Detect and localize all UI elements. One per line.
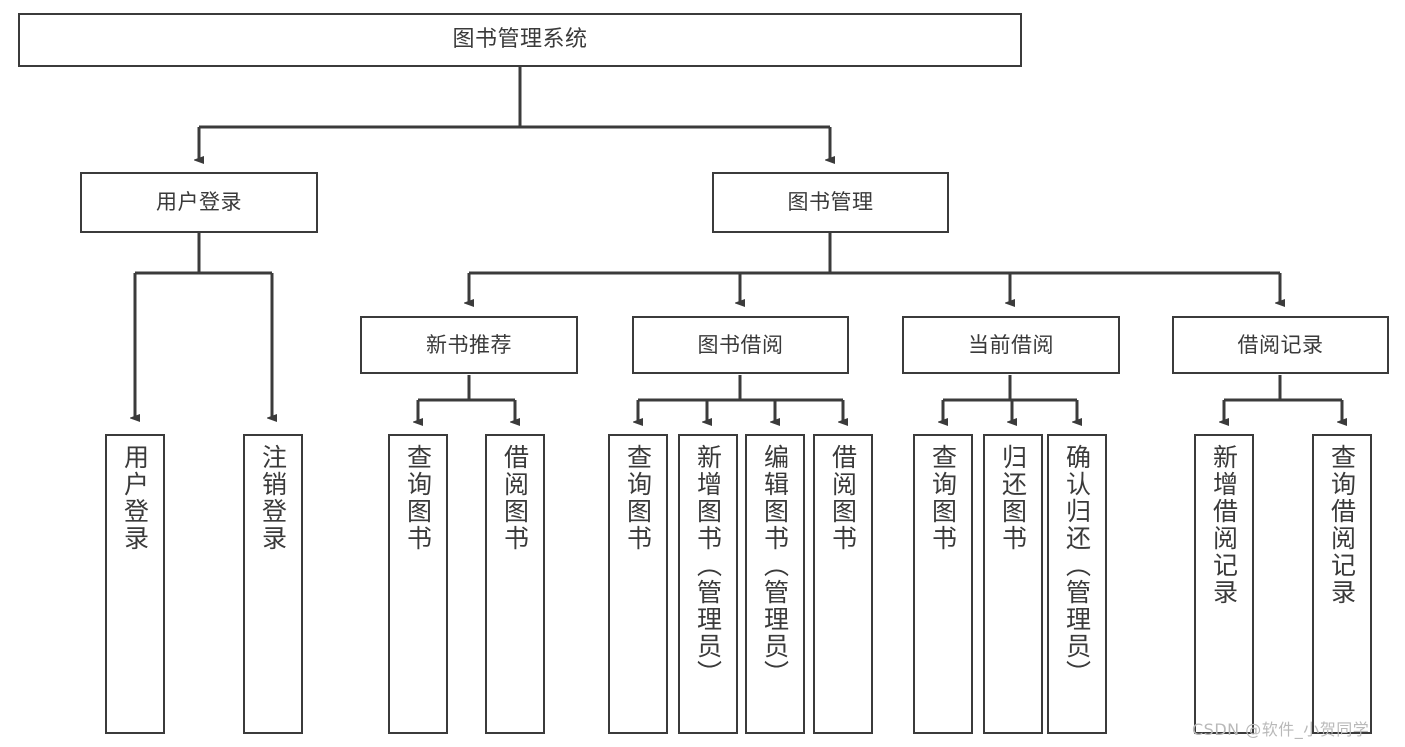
node-leaf-borrow-book-2[interactable]: 借阅图书 xyxy=(813,434,873,734)
node-leaf-edit-book[interactable]: 编辑图书（管理员） xyxy=(745,434,805,734)
node-book-manage-label: 图书管理 xyxy=(787,190,874,215)
node-book-borrow-label: 图书借阅 xyxy=(697,332,784,357)
node-root-label: 图书管理系统 xyxy=(452,27,588,53)
node-book-borrow[interactable]: 图书借阅 xyxy=(632,316,849,374)
node-leaf-return-book[interactable]: 归还图书 xyxy=(983,434,1043,734)
node-leaf-add-book-label: 新增图书（管理员） xyxy=(693,444,723,687)
node-leaf-query-book-2-label: 查询图书 xyxy=(623,444,653,552)
node-user-login[interactable]: 用户登录 xyxy=(80,172,318,233)
watermark: CSDN @软件_小贺同学 xyxy=(1192,720,1370,739)
node-leaf-return-book-label: 归还图书 xyxy=(998,444,1028,552)
node-leaf-confirm-return-label: 确认归还（管理员） xyxy=(1062,444,1092,687)
node-leaf-borrow-book-2-label: 借阅图书 xyxy=(828,444,858,552)
node-current-borrow[interactable]: 当前借阅 xyxy=(902,316,1120,374)
node-leaf-query-book-3[interactable]: 查询图书 xyxy=(913,434,973,734)
node-book-manage[interactable]: 图书管理 xyxy=(712,172,949,233)
node-leaf-edit-book-label: 编辑图书（管理员） xyxy=(760,444,790,687)
node-root[interactable]: 图书管理系统 xyxy=(18,13,1022,67)
node-leaf-query-record-label: 查询借阅记录 xyxy=(1327,444,1357,606)
node-borrow-record-label: 借阅记录 xyxy=(1237,332,1324,357)
node-new-book-recommend[interactable]: 新书推荐 xyxy=(360,316,578,374)
node-leaf-query-record[interactable]: 查询借阅记录 xyxy=(1312,434,1372,734)
node-leaf-logout-login[interactable]: 注销登录 xyxy=(243,434,303,734)
node-leaf-add-record-label: 新增借阅记录 xyxy=(1209,444,1239,606)
node-user-login-label: 用户登录 xyxy=(156,190,242,215)
node-leaf-add-book[interactable]: 新增图书（管理员） xyxy=(678,434,738,734)
node-leaf-query-book-1[interactable]: 查询图书 xyxy=(388,434,448,734)
node-leaf-query-book-2[interactable]: 查询图书 xyxy=(608,434,668,734)
node-leaf-logout-login-label: 注销登录 xyxy=(258,444,288,552)
node-leaf-query-book-3-label: 查询图书 xyxy=(928,444,958,552)
node-leaf-user-login[interactable]: 用户登录 xyxy=(105,434,165,734)
node-leaf-borrow-book-1[interactable]: 借阅图书 xyxy=(485,434,545,734)
node-current-borrow-label: 当前借阅 xyxy=(968,332,1054,357)
node-leaf-query-book-1-label: 查询图书 xyxy=(403,444,433,552)
node-leaf-add-record[interactable]: 新增借阅记录 xyxy=(1194,434,1254,734)
node-leaf-user-login-label: 用户登录 xyxy=(120,444,150,552)
node-leaf-borrow-book-1-label: 借阅图书 xyxy=(500,444,530,552)
node-new-book-recommend-label: 新书推荐 xyxy=(426,332,512,357)
node-leaf-confirm-return[interactable]: 确认归还（管理员） xyxy=(1047,434,1107,734)
node-borrow-record[interactable]: 借阅记录 xyxy=(1172,316,1389,374)
